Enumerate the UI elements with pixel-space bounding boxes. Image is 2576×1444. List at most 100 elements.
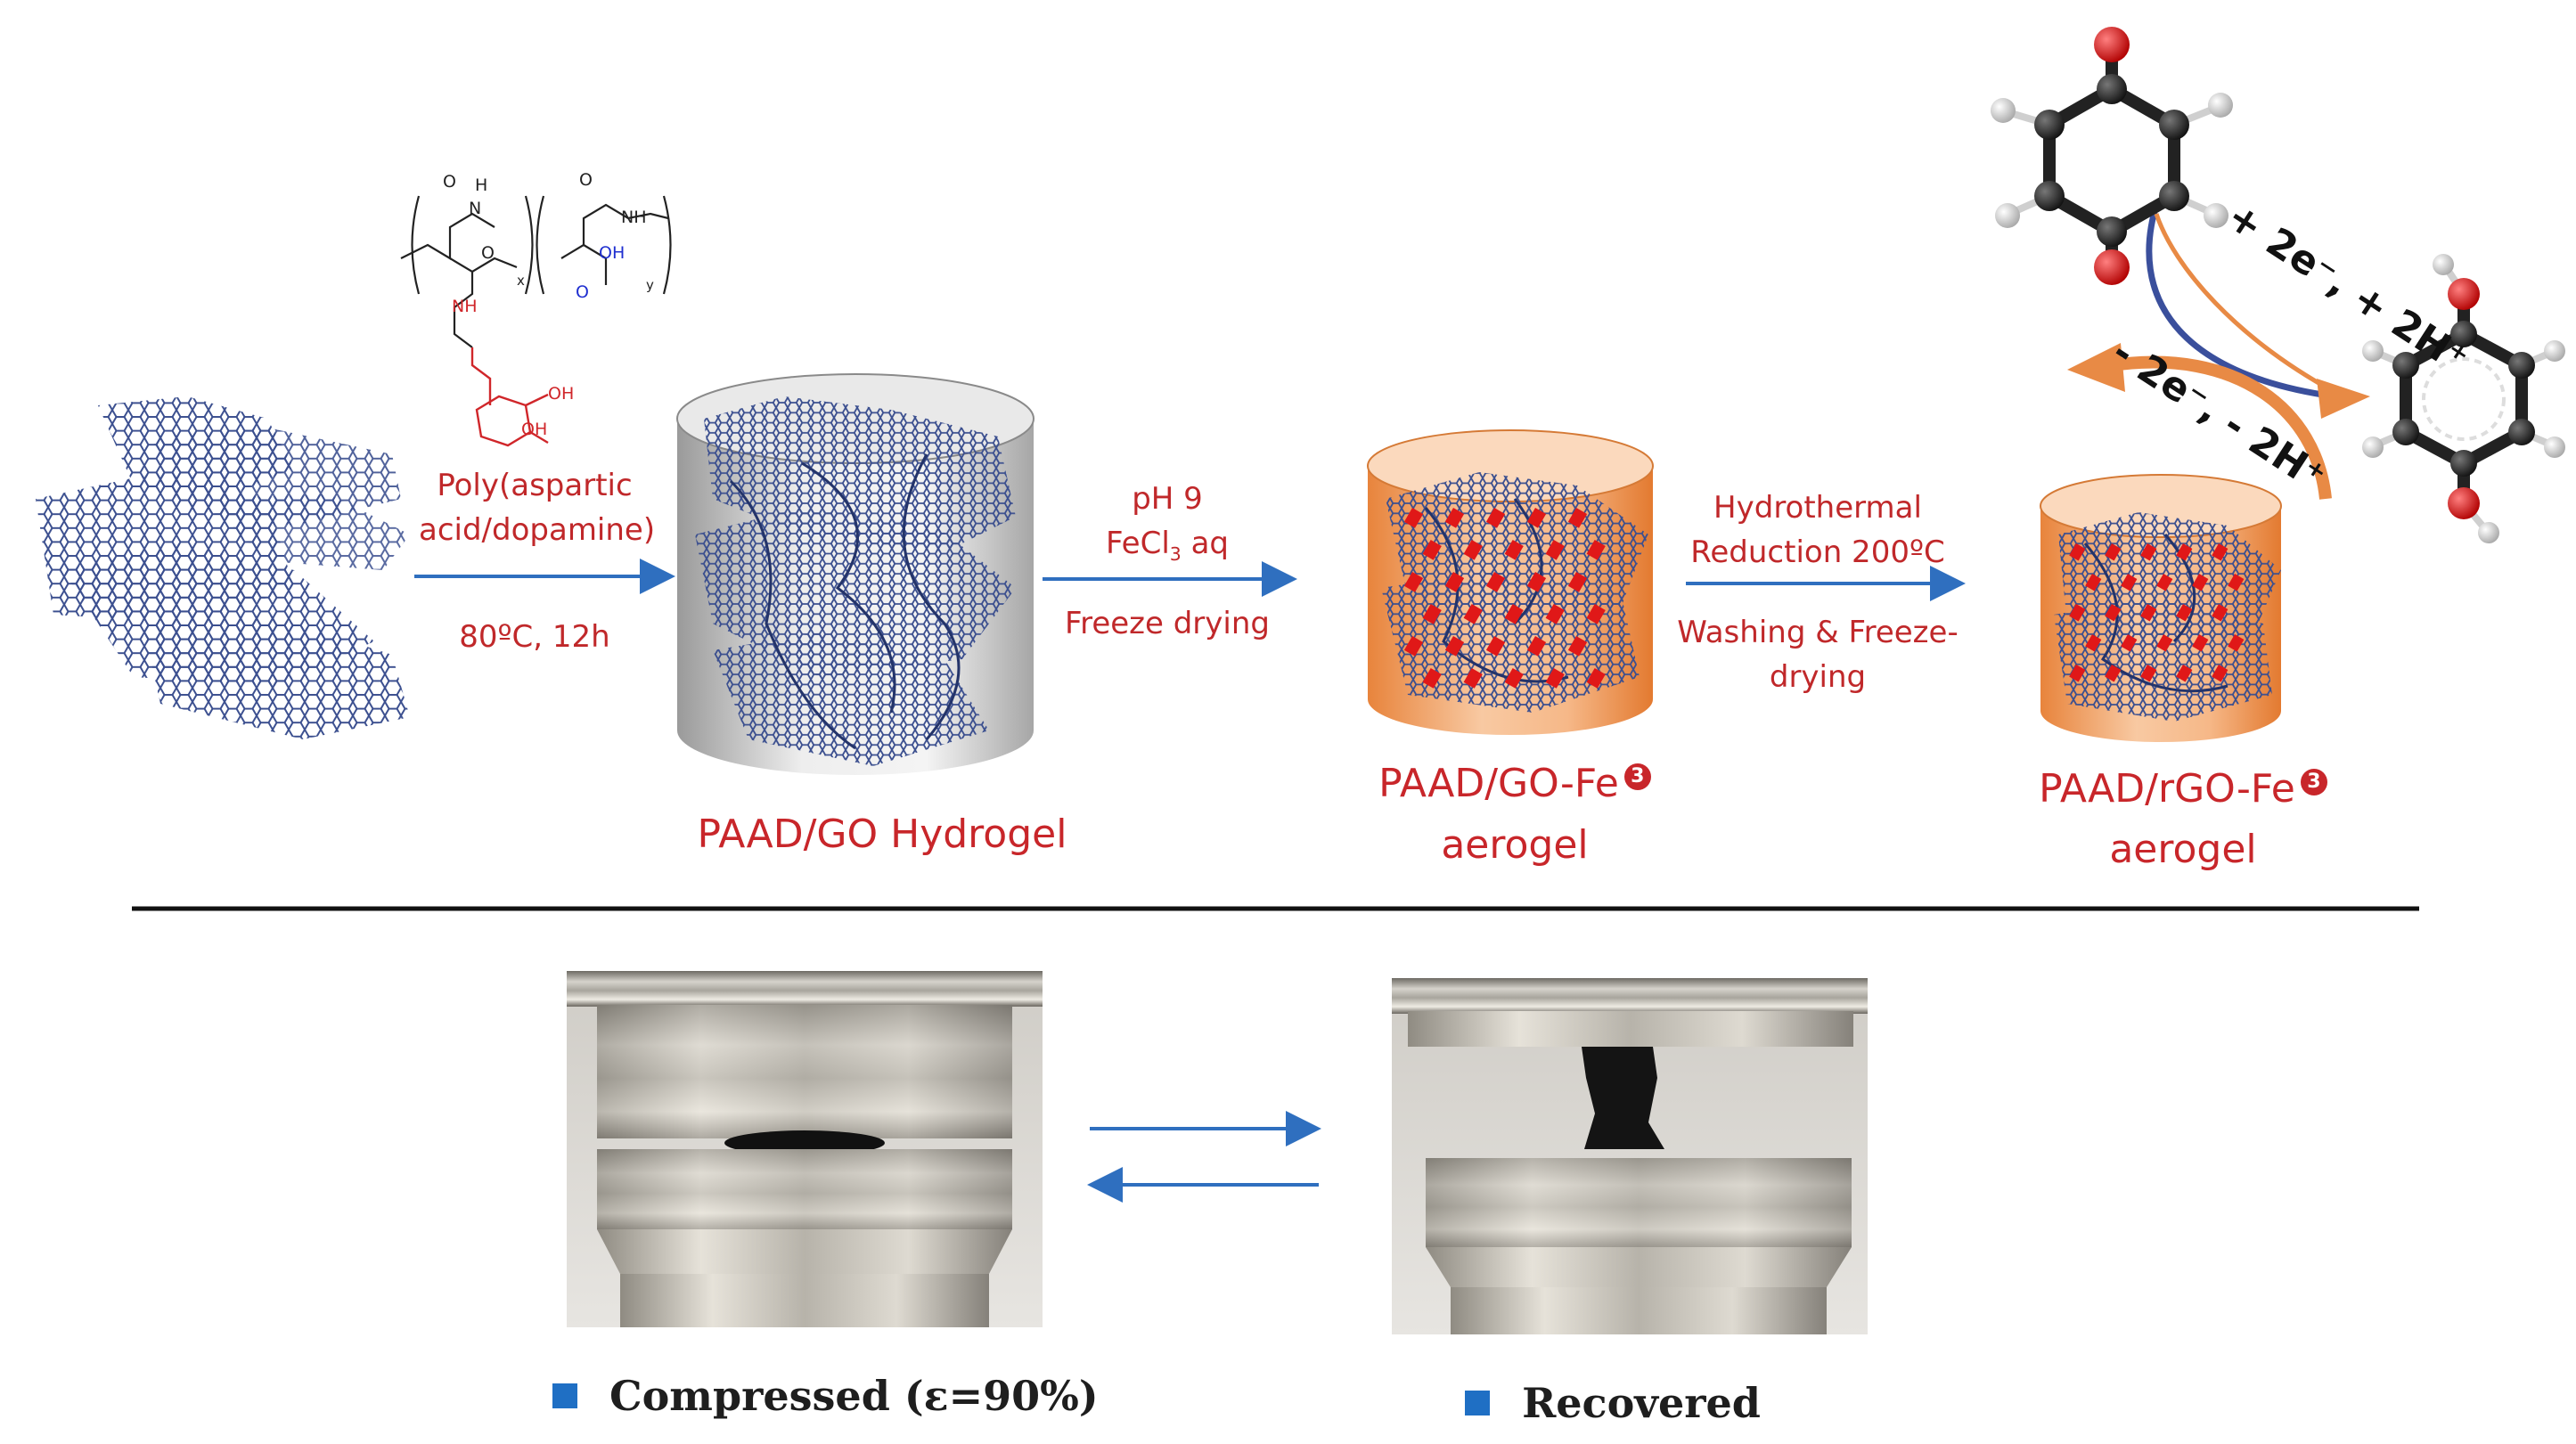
step3-hydrothermal: Hydrothermal	[1713, 490, 1922, 526]
fe-marker	[2069, 665, 2086, 682]
fe-marker	[1545, 540, 1565, 560]
svg-text:N: N	[469, 199, 481, 218]
step3-drying: drying	[1769, 659, 1867, 695]
hydroquinone-molecule	[2362, 254, 2565, 543]
svg-text:OH: OH	[599, 243, 625, 263]
fe-marker	[1422, 668, 1442, 689]
fecl3-tail: aq	[1181, 526, 1230, 561]
polymer-atom-labels: O H N O O NH OH O NH OH OH x y	[443, 170, 654, 439]
fe-marker	[1586, 604, 1606, 624]
fe-marker	[2176, 543, 2193, 561]
fe-marker	[2176, 665, 2193, 682]
fe-marker	[2085, 574, 2102, 591]
step2-ph: pH 9	[1132, 481, 1203, 517]
fe-marker	[2212, 543, 2228, 561]
fe-marker	[2192, 574, 2209, 591]
fe-marker	[1526, 636, 1547, 657]
fe-marker	[2140, 604, 2157, 622]
caption-recovered-text: Recovered	[1522, 1379, 1761, 1427]
fe-marker	[2105, 665, 2122, 682]
step1-condition: 80ºC, 12h	[459, 619, 610, 655]
fe-marker	[2105, 543, 2122, 561]
fe-charge-badge-1: 3	[1623, 763, 1651, 791]
fe-marker	[1586, 540, 1606, 560]
fe-marker	[1444, 636, 1465, 657]
aerogel2-name: PAAD/rGO-Fe	[2039, 766, 2295, 812]
svg-text:y: y	[646, 277, 654, 293]
polymer-dopamine-side	[470, 347, 549, 447]
svg-text:NH: NH	[621, 208, 647, 227]
polymer-name: Poly(aspartic acid/dopamine)	[419, 463, 656, 552]
fecl3-sub: 3	[1169, 543, 1182, 565]
photo-recovered	[1363, 938, 1893, 1441]
fe-marker	[2228, 574, 2245, 591]
hydrogel-cylinder	[676, 373, 1034, 775]
fe-marker	[1504, 668, 1524, 689]
caption-compressed-text: Compressed (ε=90%)	[609, 1372, 1099, 1420]
graphene-sheets-image	[36, 396, 410, 739]
svg-text:OH: OH	[548, 384, 574, 404]
fe-marker	[2192, 634, 2209, 652]
fe-marker	[2085, 634, 2102, 652]
svg-text:O: O	[576, 282, 589, 302]
fe-marker	[1504, 604, 1524, 624]
fe-marker	[1422, 604, 1442, 624]
fe-marker	[1567, 508, 1588, 528]
benzoquinone-molecule	[1991, 27, 2233, 285]
fe-marker	[2228, 634, 2245, 652]
reaction-arrows	[414, 559, 1966, 1203]
fe-marker	[2069, 543, 2086, 561]
fe-markers-2	[2069, 543, 2245, 682]
fe-marker	[2069, 604, 2086, 622]
fe-marker	[1463, 540, 1483, 560]
fe-marker	[1403, 636, 1424, 657]
aerogel2-label-line2: aerogel	[2109, 827, 2257, 872]
hydrogel-label: PAAD/GO Hydrogel	[697, 812, 1067, 857]
fe-marker	[1567, 572, 1588, 592]
svg-text:NH: NH	[452, 297, 478, 316]
fe-marker	[1403, 572, 1424, 592]
fe-marker	[2121, 574, 2138, 591]
fe-marker	[1485, 508, 1506, 528]
aerogel1-label-line2: aerogel	[1441, 822, 1589, 868]
fe-marker	[2121, 634, 2138, 652]
fe-marker	[1567, 636, 1588, 657]
fe-marker	[1422, 540, 1442, 560]
fe-markers-1	[1403, 508, 1606, 689]
fe-marker	[1545, 668, 1565, 689]
polymer-name-text: Poly(aspartic acid/dopamine)	[419, 468, 656, 548]
fe-marker	[1485, 636, 1506, 657]
fe-marker	[1444, 508, 1465, 528]
fe-marker	[2212, 665, 2228, 682]
svg-text:x: x	[517, 273, 525, 289]
fe-marker	[2176, 604, 2193, 622]
polymer-structure	[400, 195, 672, 348]
fe-marker	[2140, 543, 2157, 561]
redox-arrows	[2067, 203, 2370, 500]
fe-charge-badge-2: 3	[2300, 769, 2327, 796]
step3-reduction: Reduction 200ºC	[1690, 534, 1945, 570]
step3-washing: Washing & Freeze-	[1677, 615, 1959, 650]
fe-marker	[1526, 572, 1547, 592]
fe-marker	[1463, 604, 1483, 624]
svg-text:O: O	[443, 172, 456, 192]
caption-recovered: Recovered	[1390, 1379, 1836, 1427]
fe-marker	[1485, 572, 1506, 592]
step2-freeze: Freeze drying	[1065, 606, 1270, 641]
aerogel1-name: PAAD/GO-Fe	[1378, 761, 1619, 806]
fe-marker	[2156, 634, 2173, 652]
fe-marker	[1545, 604, 1565, 624]
fe-marker	[2156, 574, 2173, 591]
svg-text:O: O	[579, 170, 593, 190]
fe-marker	[1586, 668, 1606, 689]
fe-marker	[1526, 508, 1547, 528]
svg-text:O: O	[481, 243, 495, 263]
bullet-square-right	[1465, 1391, 1491, 1415]
caption-compressed: Compressed (ε=90%)	[552, 1372, 1099, 1420]
svg-text:H: H	[475, 175, 487, 195]
fe-marker	[1504, 540, 1524, 560]
svg-text:OH: OH	[521, 420, 547, 439]
step2-fecl3: FeCl3 aq	[1034, 521, 1301, 576]
fe-marker	[2140, 665, 2157, 682]
